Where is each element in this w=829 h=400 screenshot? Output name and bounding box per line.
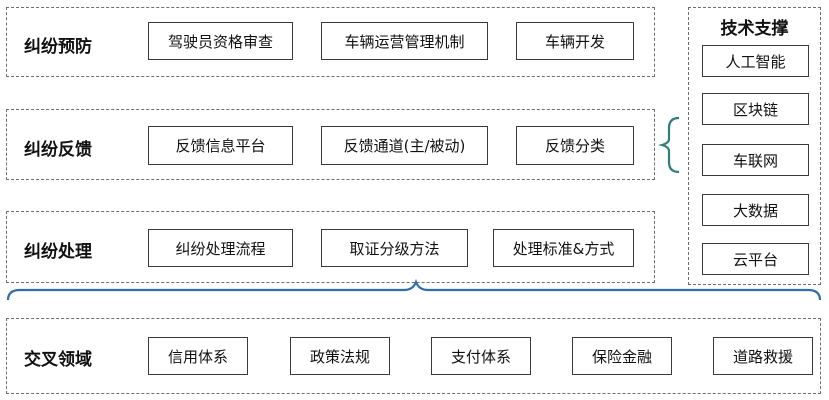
cross-item-policy: 政策法规 xyxy=(290,337,390,375)
side-curly-brace xyxy=(657,116,680,174)
row-label-handling: 纠纷处理 xyxy=(24,242,92,262)
cross-item-credit: 信用体系 xyxy=(148,337,248,375)
node-vehicle-development: 车辆开发 xyxy=(516,22,634,60)
node-handling-process: 纠纷处理流程 xyxy=(148,229,293,267)
node-feedback-platform: 反馈信息平台 xyxy=(148,126,293,165)
tech-support-title: 技术支撑 xyxy=(720,19,789,39)
tech-item-big-data: 大数据 xyxy=(702,194,809,226)
panel-tech-support xyxy=(688,7,821,285)
row-label-cross-domain: 交叉领域 xyxy=(24,350,92,370)
row-label-prevention: 纠纷预防 xyxy=(24,37,92,57)
bottom-curly-brace xyxy=(6,278,822,301)
panel-dispute-feedback xyxy=(6,109,655,180)
tech-item-iov: 车联网 xyxy=(702,144,809,176)
tech-item-blockchain: 区块链 xyxy=(702,93,809,125)
node-vehicle-operation: 车辆运营管理机制 xyxy=(321,22,488,60)
node-driver-qualification: 驾驶员资格审查 xyxy=(148,22,293,60)
row-label-feedback: 纠纷反馈 xyxy=(24,140,92,160)
node-feedback-channel: 反馈通道(主/被动) xyxy=(321,126,488,165)
cross-item-road-rescue: 道路救援 xyxy=(713,337,813,375)
panel-dispute-handling xyxy=(6,211,655,283)
panel-cross-domain xyxy=(6,318,821,394)
node-feedback-category: 反馈分类 xyxy=(516,126,634,165)
cross-item-insurance: 保险金融 xyxy=(572,337,672,375)
tech-item-cloud: 云平台 xyxy=(702,243,809,275)
node-handling-standard: 处理标准&方式 xyxy=(493,229,634,267)
cross-item-payment: 支付体系 xyxy=(431,337,531,375)
node-evidence-grading: 取证分级方法 xyxy=(321,229,468,267)
panel-dispute-prevention xyxy=(6,7,655,77)
tech-item-ai: 人工智能 xyxy=(702,45,809,77)
